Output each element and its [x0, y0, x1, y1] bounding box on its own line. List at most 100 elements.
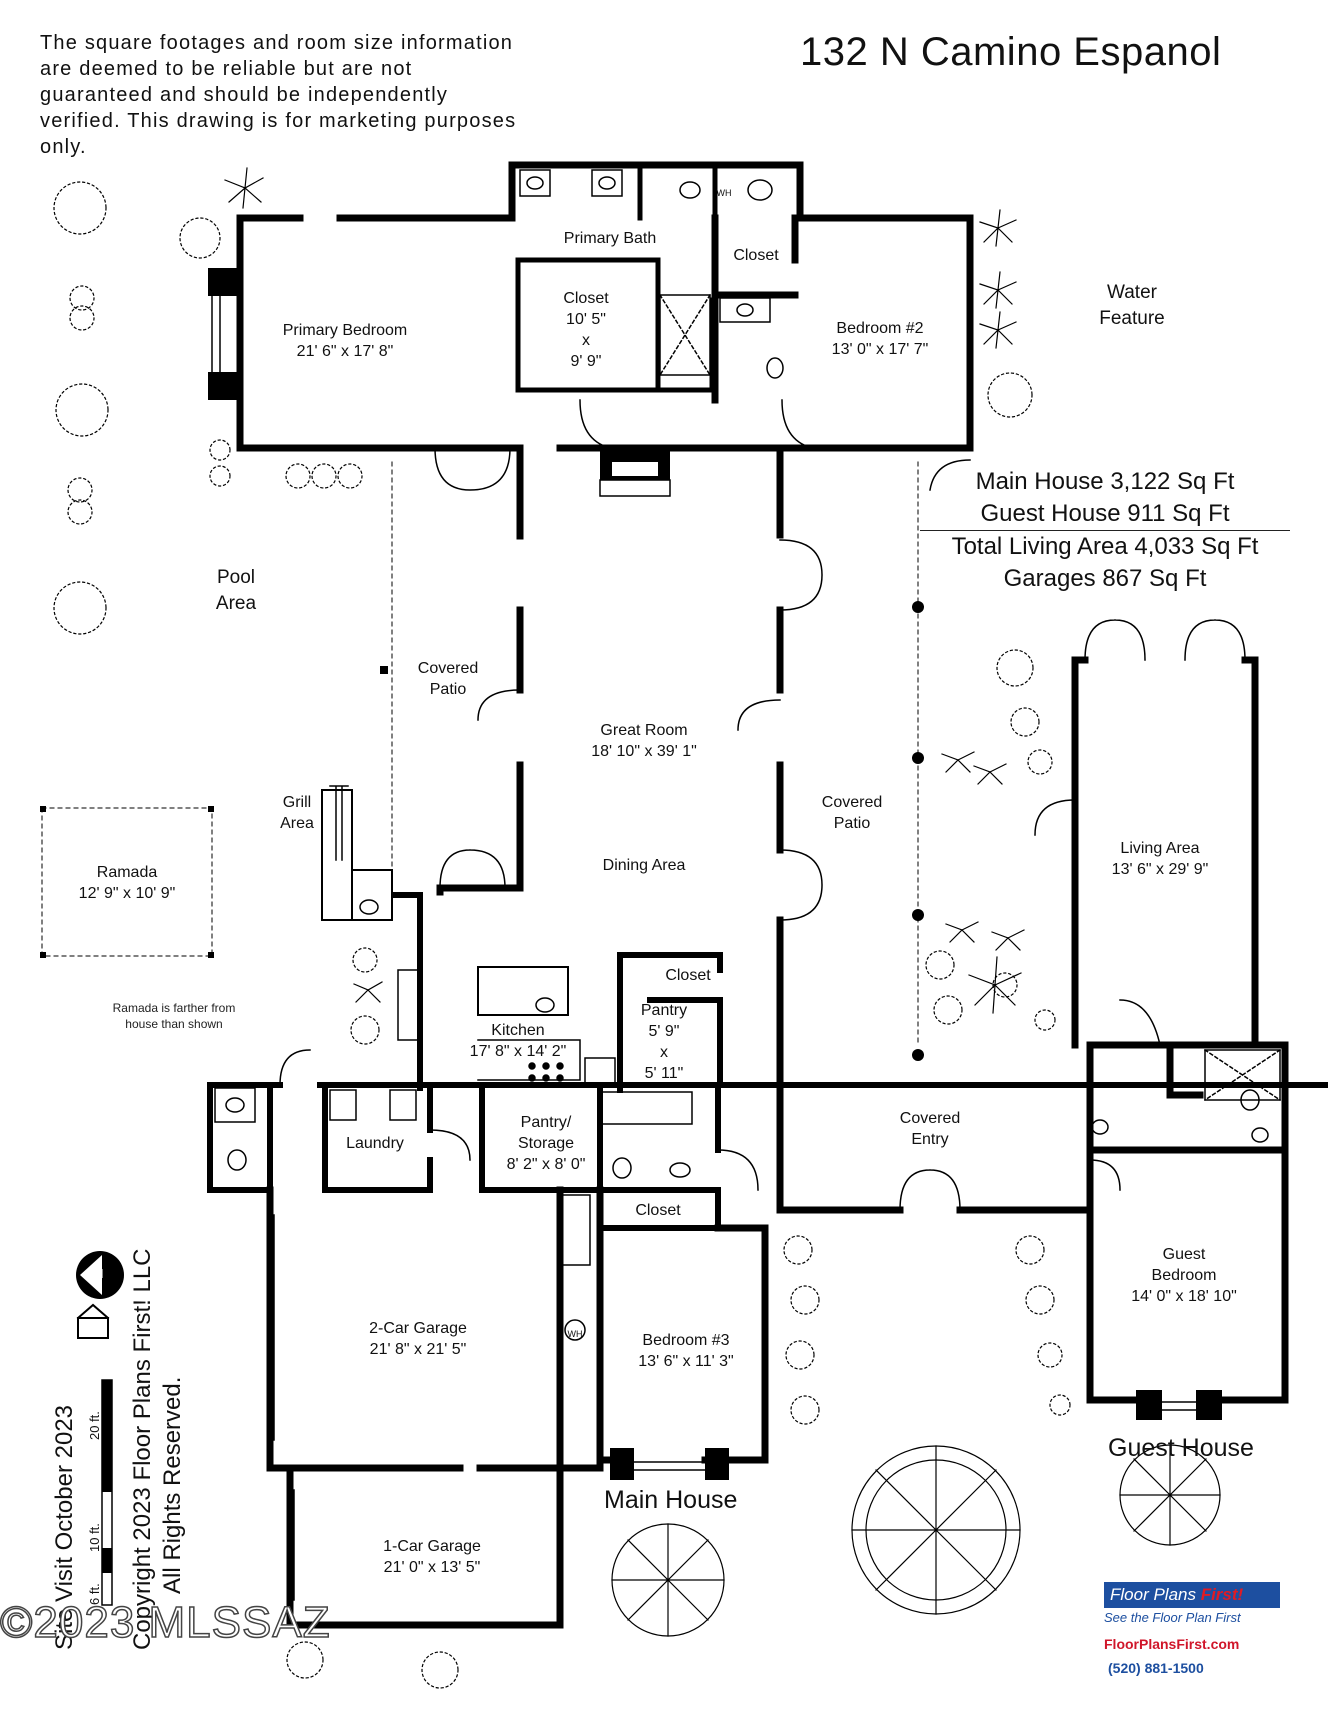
grill-area-line2: Area: [280, 815, 314, 832]
pantry-storage-name2: Storage: [517, 1135, 575, 1152]
primary-closet-walls: [515, 162, 718, 393]
north-label: N: [94, 1266, 104, 1281]
section-main-house: Main House: [604, 1486, 738, 1514]
covered-patio-left-line2: Patio: [429, 681, 467, 698]
brand-tagline: See the Floor Plan First: [1104, 1610, 1241, 1625]
logo-first-text: First!: [1200, 1585, 1244, 1604]
covered-patio-right-line1: Covered: [821, 794, 883, 811]
kitchen-size: 17' 8" x 14' 2": [469, 1043, 567, 1060]
guest-bedroom-name2: Bedroom: [1151, 1267, 1217, 1284]
label-ramada: Ramada 12' 9" x 10' 9": [79, 862, 176, 904]
pool-area-line1: Pool: [216, 567, 256, 588]
pool-area-line2: Area: [215, 593, 257, 614]
covered-patio-left-line1: Covered: [417, 660, 479, 677]
primary-suite-walls: [236, 161, 974, 452]
label-covered-patio-left: Covered Patio: [418, 658, 478, 700]
label-one-car-garage: 1-Car Garage 21' 0" x 13' 5": [383, 1536, 481, 1578]
primary-bedroom-name: Primary Bedroom: [282, 322, 408, 339]
stat-garages: Garages 867 Sq Ft: [1003, 565, 1207, 592]
label-primary-closet: Closet 10' 5" x 9' 9": [563, 288, 608, 372]
stat-guest-house: Guest House 911 Sq Ft: [980, 500, 1230, 527]
two-car-garage-name: 2-Car Garage: [369, 1320, 467, 1337]
label-closet-bed3: Closet: [635, 1202, 681, 1219]
label-wh-top: WH: [716, 188, 732, 198]
label-bedroom2: Bedroom #2 13' 0" x 17' 7": [832, 318, 929, 360]
label-grill-area: Grill Area: [280, 792, 314, 834]
stat-total: Total Living Area 4,033 Sq Ft: [951, 533, 1259, 560]
brand-website: FloorPlansFirst.com: [1104, 1636, 1240, 1652]
primary-closet-x: x: [581, 332, 590, 349]
rights-text: All Rights Reserved.: [159, 1376, 186, 1594]
covered-entry-walls: [776, 996, 1284, 1214]
label-two-car-garage: 2-Car Garage 21' 8" x 21' 5": [369, 1318, 467, 1360]
bedroom2-name: Bedroom #2: [836, 320, 924, 337]
ramada-name: Ramada: [96, 864, 158, 881]
label-primary-bedroom: Primary Bedroom 21' 6" x 17' 8": [283, 320, 407, 362]
pantry-storage-size: 8' 2" x 8' 0": [506, 1156, 586, 1173]
pantry-height: 5' 11": [644, 1065, 684, 1082]
great-room-walls: [436, 444, 784, 1004]
scale-20ft: 20 ft.: [87, 1411, 102, 1440]
label-living-area: Living Area 13' 6" x 29' 9": [1112, 838, 1209, 880]
bedroom2-size: 13' 0" x 17' 7": [831, 341, 929, 358]
section-guest-house: Guest House: [1108, 1434, 1254, 1462]
pantry-storage-name: Pantry/: [520, 1114, 572, 1131]
scale-bar: [101, 1379, 113, 1606]
living-area-size: 13' 6" x 29' 9": [1111, 861, 1209, 878]
label-covered-entry: Covered Entry: [900, 1108, 960, 1150]
label-covered-patio-right: Covered Patio: [822, 792, 882, 834]
label-wh-garage: WH: [567, 1329, 583, 1339]
stat-main-house: Main House 3,122 Sq Ft: [975, 468, 1235, 495]
kitchen-block-walls: [207, 892, 1328, 1231]
water-feature-line2: Feature: [1099, 308, 1165, 329]
scale-10ft: 10 ft.: [87, 1523, 102, 1552]
water-feature-line1: Water: [1107, 282, 1157, 303]
label-great-room: Great Room 18' 10" x 39' 1": [591, 720, 697, 762]
bedroom3-walls: [596, 1224, 769, 1464]
primary-bedroom-size: 21' 6" x 17' 8": [296, 343, 394, 360]
label-primary-bath: Primary Bath: [563, 230, 657, 247]
ramada-size: 12' 9" x 10' 9": [78, 885, 176, 902]
pantry-x: x: [660, 1044, 668, 1061]
tree-symbols: [611, 1444, 1221, 1637]
label-water-feature: Water Feature: [1099, 280, 1164, 332]
one-car-garage-name: 1-Car Garage: [383, 1538, 481, 1555]
guest-bedroom-name: Guest: [1162, 1246, 1206, 1263]
label-pool-area: Pool Area: [216, 565, 256, 617]
covered-entry-line2: Entry: [911, 1131, 949, 1148]
area-summary: Main House 3,122 Sq Ft Guest House 911 S…: [920, 466, 1290, 595]
label-guest-bedroom: Guest Bedroom 14' 0" x 18' 10": [1131, 1244, 1237, 1307]
pantry-name: Pantry: [640, 1002, 688, 1019]
mls-watermark: ©2023 MLSSAZ: [0, 1597, 331, 1648]
one-car-garage-size: 21' 0" x 13' 5": [383, 1559, 481, 1576]
primary-closet-height: 9' 9": [570, 353, 602, 370]
guest-bedroom-size: 14' 0" x 18' 10": [1131, 1288, 1237, 1305]
property-address: 132 N Camino Espanol: [800, 30, 1222, 74]
label-laundry: Laundry: [346, 1135, 404, 1152]
pantry-width: 5' 9": [648, 1023, 680, 1040]
stat-divider: [920, 530, 1290, 531]
living-area-name: Living Area: [1120, 840, 1200, 857]
bedroom3-size: 13' 6" x 11' 3": [638, 1353, 734, 1370]
great-room-name: Great Room: [600, 722, 688, 739]
label-kitchen: Kitchen 17' 8" x 14' 2": [470, 1020, 567, 1062]
great-room-size: 18' 10" x 39' 1": [591, 743, 697, 760]
primary-closet-name: Closet: [563, 290, 609, 307]
label-pantry: Pantry 5' 9" x 5' 11": [641, 1000, 687, 1084]
ramada-note-line2: house than shown: [125, 1017, 223, 1031]
kitchen-name: Kitchen: [491, 1022, 545, 1039]
grill-area-line1: Grill: [282, 794, 312, 811]
ramada-note: Ramada is farther from house than shown: [113, 1000, 236, 1032]
label-pantry-storage: Pantry/ Storage 8' 2" x 8' 0": [507, 1112, 586, 1175]
label-bedroom3: Bedroom #3 13' 6" x 11' 3": [638, 1330, 733, 1372]
brand-logo: Floor Plans First!: [1104, 1582, 1280, 1608]
covered-patio-right-line2: Patio: [833, 815, 871, 832]
primary-closet-width: 10' 5": [566, 311, 606, 328]
ramada-note-line1: Ramada is farther from: [112, 1001, 236, 1015]
logo-main-text: Floor Plans: [1110, 1585, 1201, 1604]
covered-entry-line1: Covered: [899, 1110, 961, 1127]
label-dining-area: Dining Area: [602, 857, 686, 874]
north-arrow: [76, 1251, 124, 1339]
label-closet-top: Closet: [733, 247, 779, 264]
